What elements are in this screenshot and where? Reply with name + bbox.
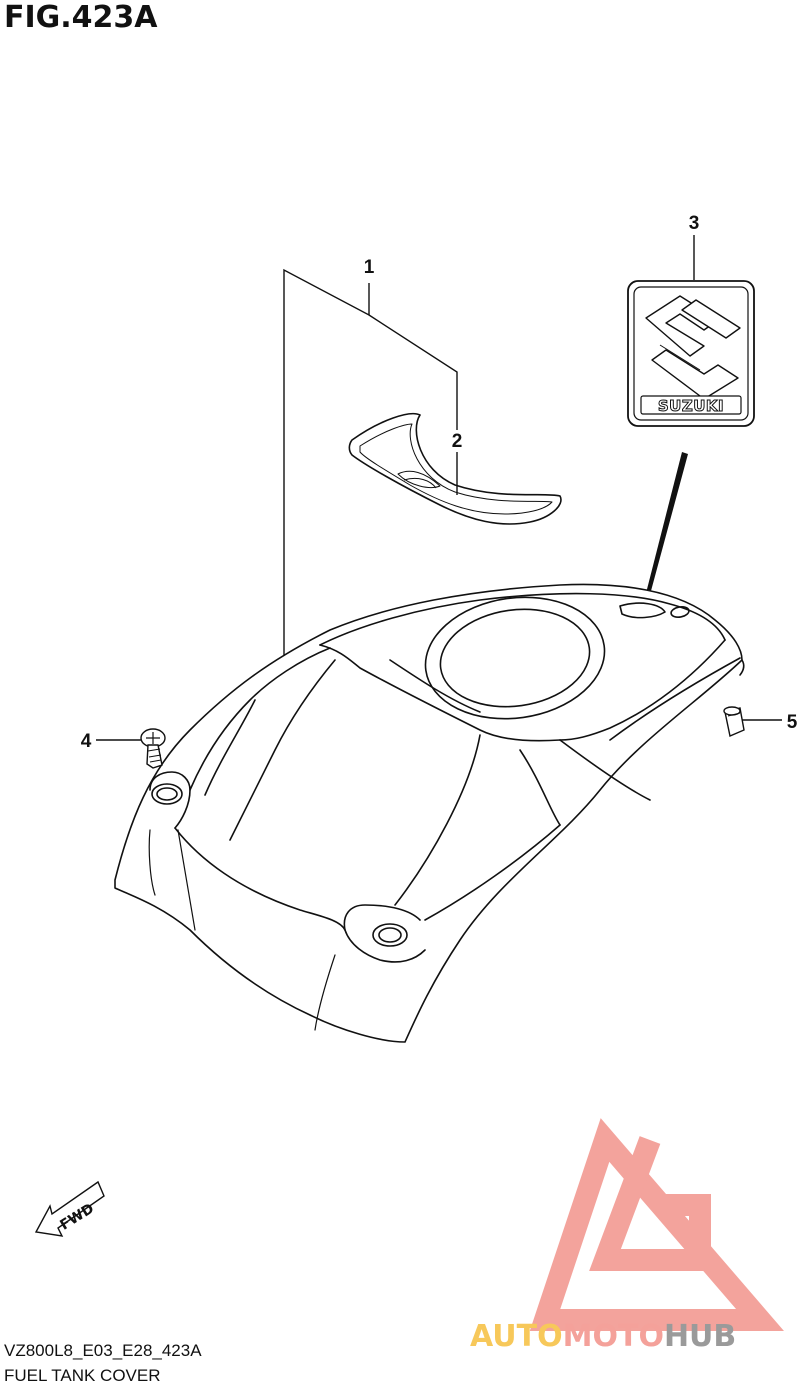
fuel-tank-cover-part bbox=[114, 583, 745, 1043]
watermark-logo bbox=[529, 1118, 784, 1331]
watermark-text: AUTOMOTOHUB bbox=[470, 1319, 736, 1354]
watermark-hub: HUB bbox=[664, 1319, 736, 1354]
emblem-brand-text: SUZUKI bbox=[658, 397, 724, 415]
diagram-code: VZ800L8_E03_E28_423A bbox=[4, 1341, 202, 1360]
suzuki-s-logo bbox=[645, 295, 741, 400]
figure-title: FIG.423A bbox=[4, 0, 158, 35]
screw-part bbox=[140, 728, 166, 769]
callout-5: 5 bbox=[787, 712, 798, 733]
callout-3: 3 bbox=[689, 213, 700, 234]
watermark-moto: MOTO bbox=[563, 1319, 664, 1354]
leader-lines bbox=[96, 235, 782, 741]
diagram-name: FUEL TANK COVER bbox=[4, 1366, 161, 1385]
emblem-leader bbox=[644, 452, 688, 602]
nut-part bbox=[723, 706, 745, 737]
callout-2: 2 bbox=[452, 431, 463, 452]
svg-text:AUTOMOTOHUB: AUTOMOTOHUB bbox=[470, 1319, 736, 1354]
callout-4: 4 bbox=[81, 731, 92, 752]
fwd-arrow-icon: FWD bbox=[34, 1180, 105, 1237]
watermark-auto: AUTO bbox=[470, 1319, 563, 1354]
suzuki-emblem-part: SUZUKI bbox=[627, 280, 755, 427]
callout-1: 1 bbox=[364, 257, 375, 278]
badge-plate-part bbox=[348, 413, 562, 525]
